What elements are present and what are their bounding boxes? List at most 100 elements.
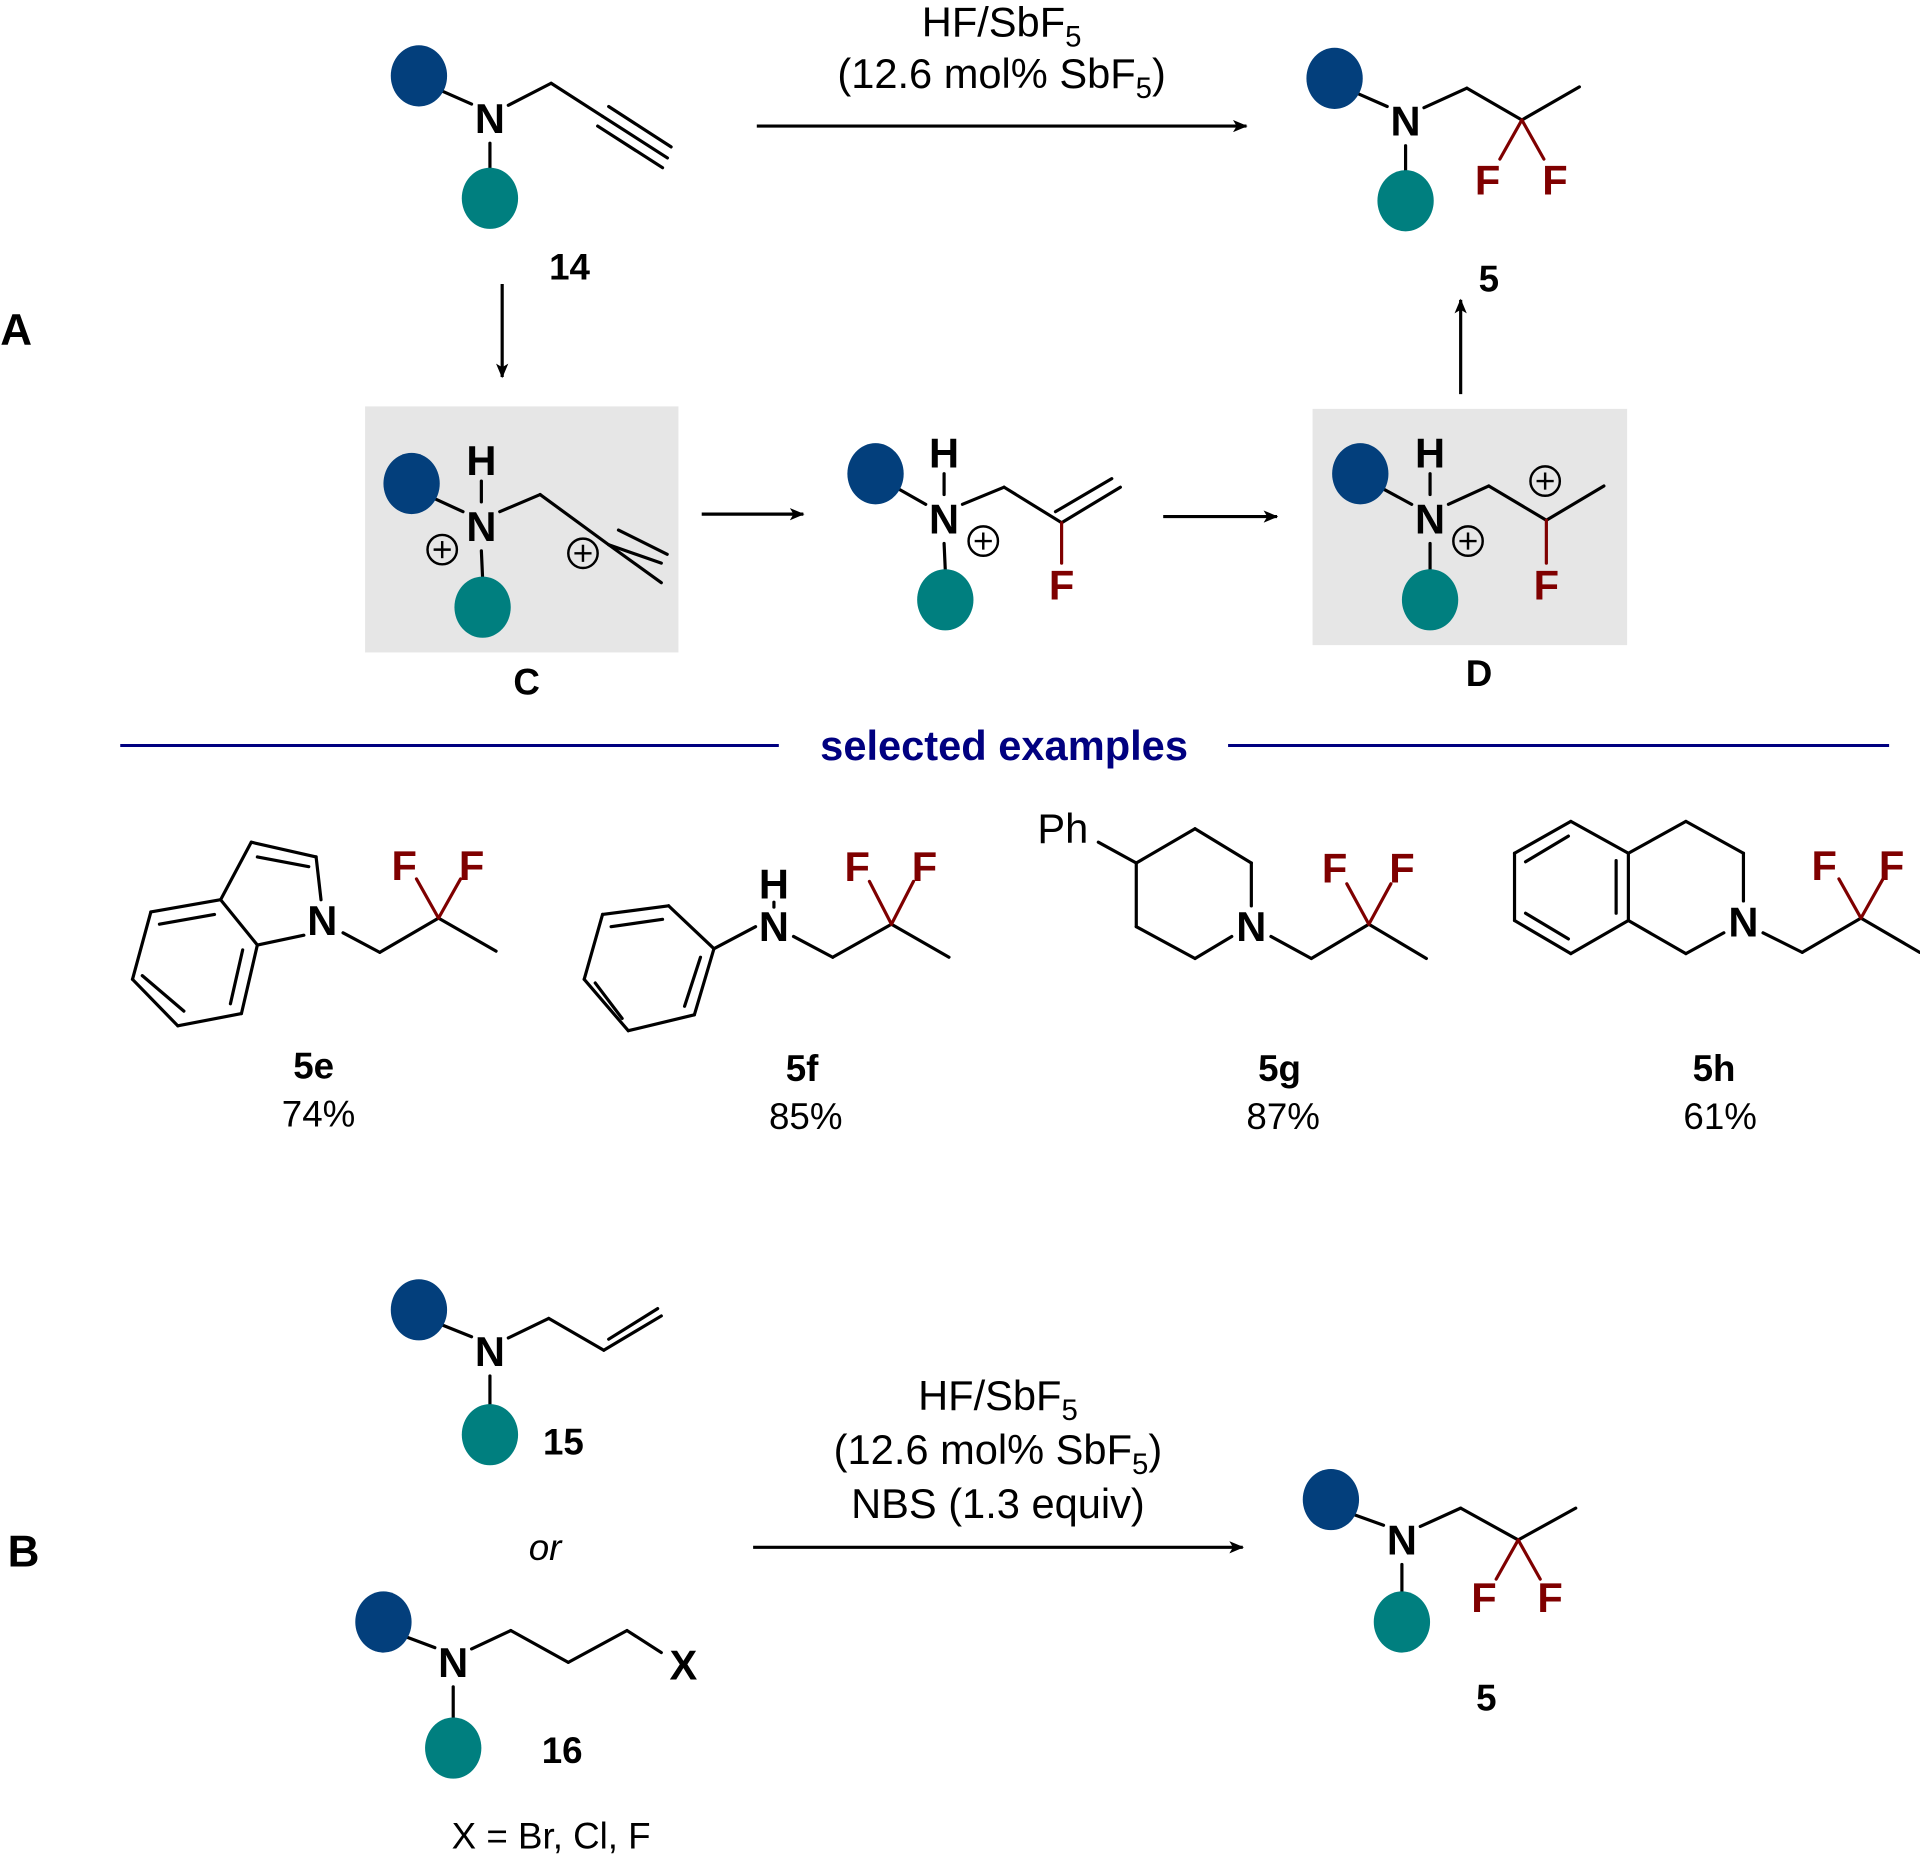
bond — [1053, 477, 1114, 514]
bond — [469, 1628, 513, 1651]
bond — [1523, 911, 1570, 941]
bond — [549, 81, 605, 118]
atom-n: N — [929, 496, 959, 543]
c-f-bond — [1859, 877, 1885, 920]
bond — [600, 114, 670, 160]
bond — [582, 912, 605, 981]
condition-nbs: NBS (1.3 equiv) — [851, 1480, 1145, 1527]
bond — [582, 977, 630, 1033]
bond — [1516, 1506, 1578, 1542]
substituent-2-circle — [454, 576, 511, 638]
bond — [1351, 1512, 1386, 1527]
bond — [960, 485, 1006, 506]
intermediate-label-c: C — [513, 661, 540, 702]
bond — [593, 981, 624, 1021]
bond — [538, 492, 611, 547]
bond — [239, 943, 259, 1016]
bond — [1355, 91, 1389, 109]
atom-n: N — [475, 95, 505, 142]
bond — [609, 917, 665, 929]
bond — [667, 904, 716, 951]
bond — [712, 925, 758, 951]
bond — [1859, 916, 1920, 954]
example-label: 5e — [293, 1046, 334, 1087]
bond — [130, 910, 153, 981]
atom-n: N — [1387, 1516, 1417, 1563]
example-label: 5f — [786, 1048, 819, 1089]
panel-a-label: A — [0, 306, 32, 355]
bond — [341, 931, 382, 954]
atom-n: N — [1236, 903, 1266, 950]
bond — [1761, 931, 1804, 954]
compound-label-15: 15 — [543, 1422, 584, 1463]
bond — [130, 977, 180, 1028]
substituent-1-circle — [390, 1279, 448, 1341]
atom-n: N — [466, 503, 496, 550]
condition-reagent: HF/SbF5 — [922, 0, 1082, 54]
bond — [1512, 918, 1573, 956]
atom-h: H — [466, 437, 496, 484]
atom-x: X — [669, 1641, 697, 1688]
atom-h: H — [1415, 429, 1445, 476]
bond — [479, 549, 485, 580]
bond — [1002, 485, 1064, 525]
atom-f: F — [1812, 842, 1837, 889]
atom-f: F — [1534, 562, 1559, 609]
substituent-2-circle — [461, 1404, 519, 1466]
substituent-1-circle — [383, 452, 440, 515]
atom-f: F — [1049, 562, 1074, 609]
bond — [1512, 819, 1573, 855]
compound-label-14: 14 — [549, 246, 590, 287]
bond — [1134, 925, 1197, 961]
condition-loading: (12.6 mol% SbF5) — [834, 1426, 1163, 1481]
bond — [547, 1316, 606, 1352]
atom-n: N — [1415, 496, 1445, 543]
atom-h: H — [759, 860, 789, 907]
bond — [566, 1628, 629, 1664]
bond — [1367, 922, 1428, 961]
compound-label-5: 5 — [1476, 1677, 1496, 1718]
bond — [1523, 834, 1570, 864]
bond — [255, 933, 306, 947]
bond — [626, 1013, 696, 1033]
bond — [1134, 827, 1197, 865]
atom-f: F — [1322, 844, 1347, 891]
substituent-2-circle — [461, 167, 519, 229]
bond — [1309, 922, 1371, 961]
bond — [607, 543, 663, 565]
bond — [157, 912, 217, 926]
phenyl-substituent: Ph — [1037, 805, 1088, 852]
bond — [607, 543, 663, 585]
panel-b-label: B — [8, 1528, 40, 1577]
example-yield: 74% — [282, 1093, 356, 1134]
atom-n: N — [1728, 898, 1758, 945]
bond — [219, 840, 253, 902]
substituent-1-circle — [390, 45, 448, 107]
bond — [439, 1322, 474, 1339]
compound-label-16: 16 — [542, 1730, 583, 1771]
substituent-2-circle — [917, 569, 974, 631]
atom-f: F — [1471, 1574, 1496, 1621]
condition-reagent: HF/SbF5 — [918, 1372, 1078, 1427]
example-yield: 85% — [769, 1096, 843, 1137]
bond — [1422, 86, 1469, 110]
example-label: 5g — [1258, 1048, 1301, 1089]
bond — [1446, 484, 1491, 506]
substituent-2-circle — [1401, 569, 1459, 631]
c-f-bond — [1345, 882, 1371, 926]
bond — [682, 955, 703, 1008]
bond — [1269, 934, 1313, 961]
positive-charge-icon — [1452, 525, 1484, 557]
atom-f: F — [392, 842, 417, 889]
bond — [1569, 918, 1630, 956]
bond — [1626, 918, 1688, 956]
bond — [506, 81, 553, 107]
bond — [509, 1628, 570, 1664]
bond — [596, 124, 665, 170]
intermediate-label-d: D — [1466, 653, 1493, 694]
or-text: or — [529, 1527, 563, 1568]
bond — [1418, 1506, 1463, 1529]
atom-n: N — [438, 1639, 468, 1686]
positive-charge-icon — [967, 525, 1000, 557]
